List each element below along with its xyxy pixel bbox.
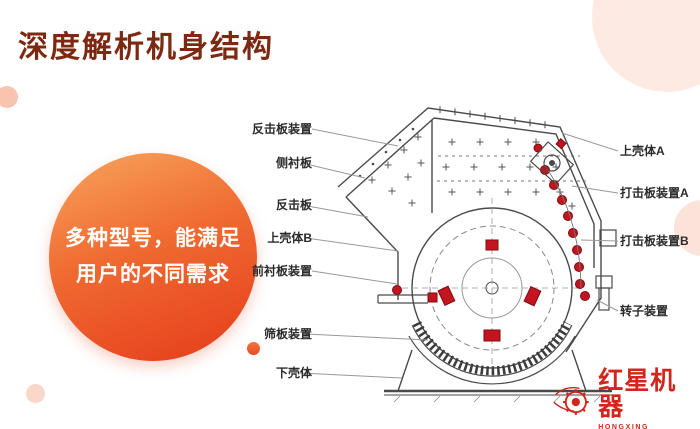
promo-line2: 用户的不同需求 [76,263,230,286]
label-striking-plate-device-b: 打击板装置B [620,234,689,248]
label-rotor-device: 转子装置 [620,304,669,318]
logo-name: 红星机器 [598,367,677,422]
panel-texture [358,106,586,210]
decor-dot-bottom-left [26,384,45,403]
promo-circle: 多种型号，能满足 用户的不同需求 [49,153,257,361]
label-impact-plate: 反击板 [275,198,312,212]
leader-lines [299,128,619,379]
label-side-liner: 侧衬板 [275,156,312,170]
label-lower-shell: 下壳体 [275,366,312,380]
page-title: 深度解析机身结构 [18,31,274,64]
label-striking-plate-device-a: 打击板装置A [620,186,689,200]
label-impact-plate-device: 反击板装置 [251,122,312,136]
logo-subtitle: HONGXING MACHINERY [598,423,650,429]
label-front-liner-device: 前衬板装置 [251,264,312,278]
gear-wing-icon [553,386,589,415]
mechanical-details [377,141,617,311]
red-parts [392,138,590,342]
label-screen-plate-device: 筛板装置 [263,327,312,341]
promo-line1: 多种型号，能满足 [65,227,241,251]
decor-dot-left [0,86,18,108]
brand-logo: 红星机器 HONGXING MACHINERY [552,368,700,429]
label-upper-shell-a: 上壳体A [620,144,665,158]
rotor-assembly [402,198,582,385]
housing-outline [337,107,602,353]
decor-dot-orange [247,342,260,355]
label-upper-shell-b: 上壳体B [267,231,312,245]
